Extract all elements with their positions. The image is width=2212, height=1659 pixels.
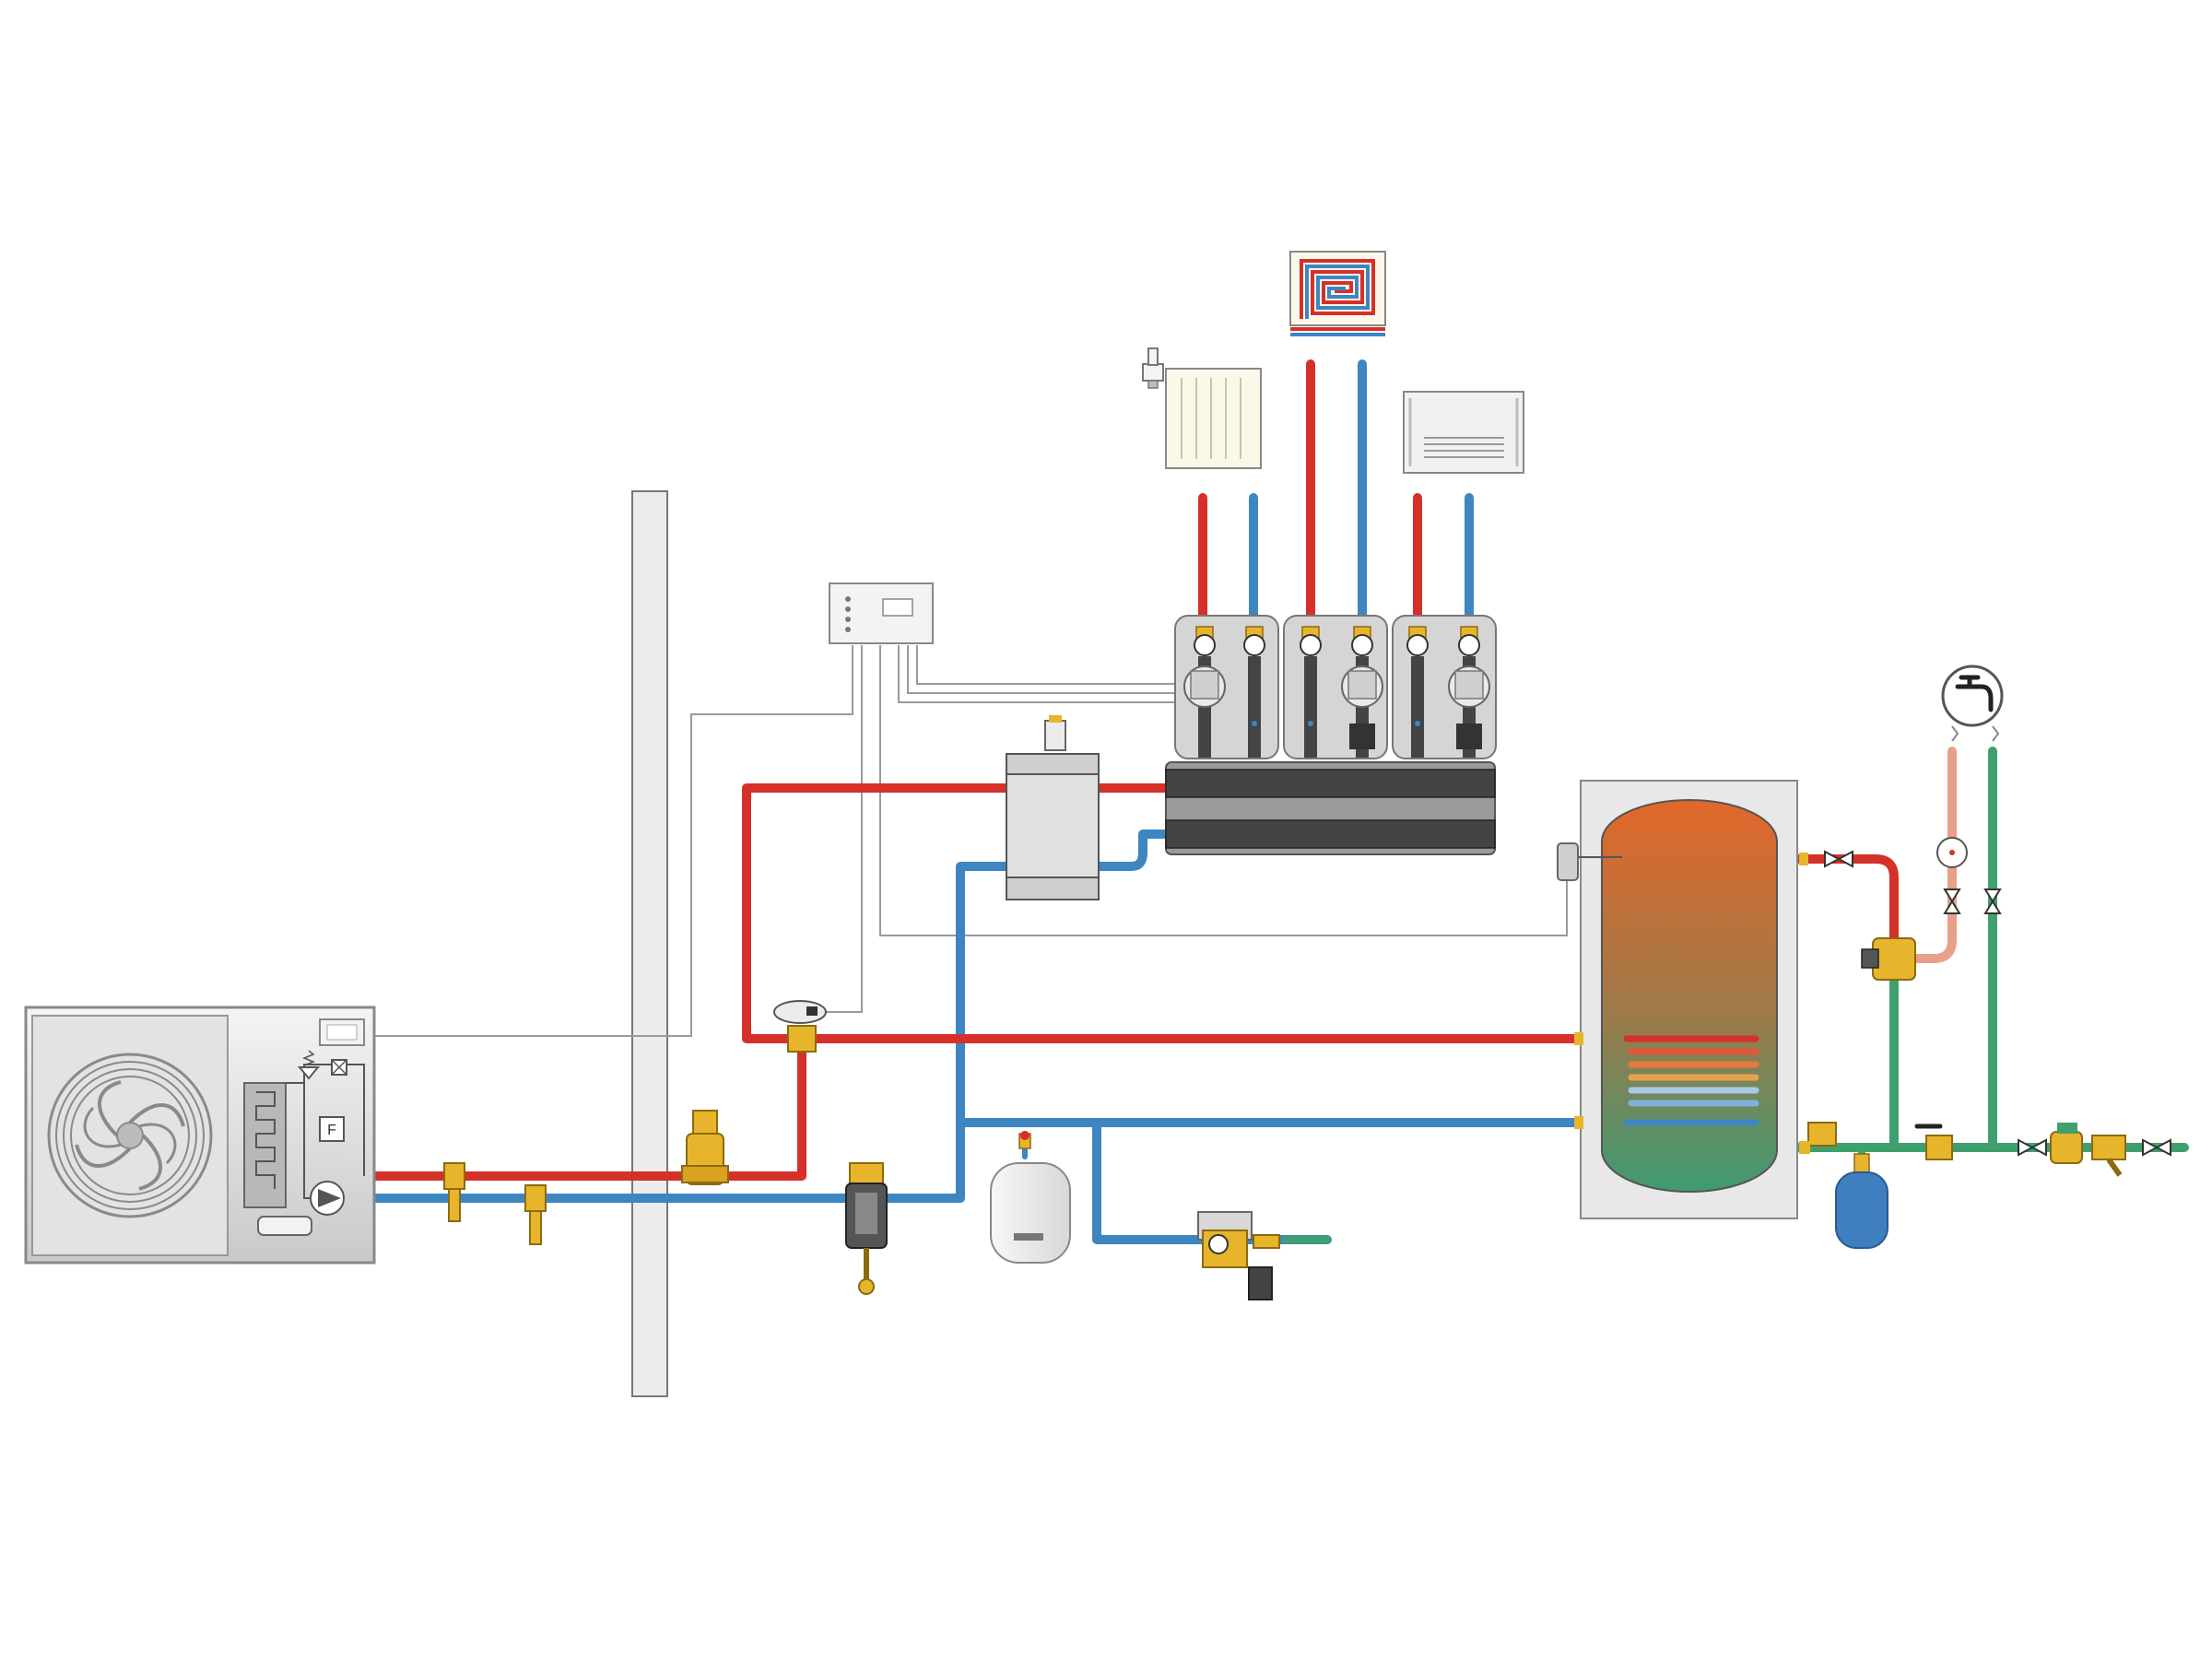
magnetic-dirt-separator[interactable] [845, 1162, 888, 1295]
controller[interactable] [829, 582, 934, 644]
strainer-filter[interactable] [2091, 1135, 2126, 1177]
dhw-hot-shutoff-valve[interactable] [1943, 888, 1961, 914]
dhw-cold-inlet-elbow[interactable] [1799, 1122, 1837, 1154]
flow-meter-label: F [327, 1123, 336, 1138]
thermometer-icon [1936, 837, 1968, 868]
safety-valve-icon [297, 1050, 321, 1080]
expansion-vessel-heating [990, 1131, 1071, 1264]
radiator-icon [1142, 347, 1262, 469]
dhw-outlet-valve[interactable] [1799, 850, 1853, 868]
circulator-pump-icon [310, 1181, 345, 1216]
flow-meter-icon [319, 1116, 345, 1142]
main-shutoff-valve[interactable] [2142, 1138, 2171, 1157]
heat-exchanger-icon [243, 1082, 287, 1208]
fan-icon [47, 1053, 213, 1218]
pump-station-3 [1392, 615, 1497, 759]
hydraulic-separator [1006, 715, 1100, 900]
wall [631, 490, 668, 1397]
underfloor-coil-icon [1289, 251, 1386, 336]
heat-pump-tank-icon [257, 1216, 312, 1236]
three-way-diverter-valve[interactable] [773, 1000, 827, 1053]
heat-pump: F [24, 1006, 376, 1265]
isolation-valve-return[interactable] [524, 1184, 547, 1245]
filling-unit[interactable] [1197, 1211, 1280, 1300]
dhw-hot-pipe [1793, 854, 1899, 949]
expansion-vessel-dhw [1835, 1153, 1888, 1249]
distribution-manifold [1165, 761, 1496, 855]
cold-water-ball-valve[interactable] [1914, 1124, 1953, 1160]
air-vent-icon [331, 1059, 347, 1076]
pump-station-1 [1174, 615, 1279, 759]
heating-coil [1623, 1035, 1759, 1126]
tank-temperature-sensor [1557, 842, 1622, 881]
thermostatic-mixing-valve[interactable] [1861, 937, 1916, 981]
dhw-cold-shutoff-valve[interactable] [1983, 888, 2002, 914]
hp-supply-pipe [369, 783, 1011, 1181]
air-separator[interactable] [681, 1110, 729, 1185]
pump-station-2 [1283, 615, 1388, 759]
pressure-reducing-valve[interactable] [2050, 1123, 2083, 1164]
dhw-storage-tank [1557, 780, 1798, 1219]
fan-coil-icon [1403, 391, 1524, 474]
tap-icon [1941, 665, 2004, 742]
hp-return-pipe [369, 862, 1011, 1203]
cold-inlet-check-valve[interactable] [2018, 1138, 2047, 1157]
isolation-valve-supply[interactable] [443, 1162, 465, 1222]
